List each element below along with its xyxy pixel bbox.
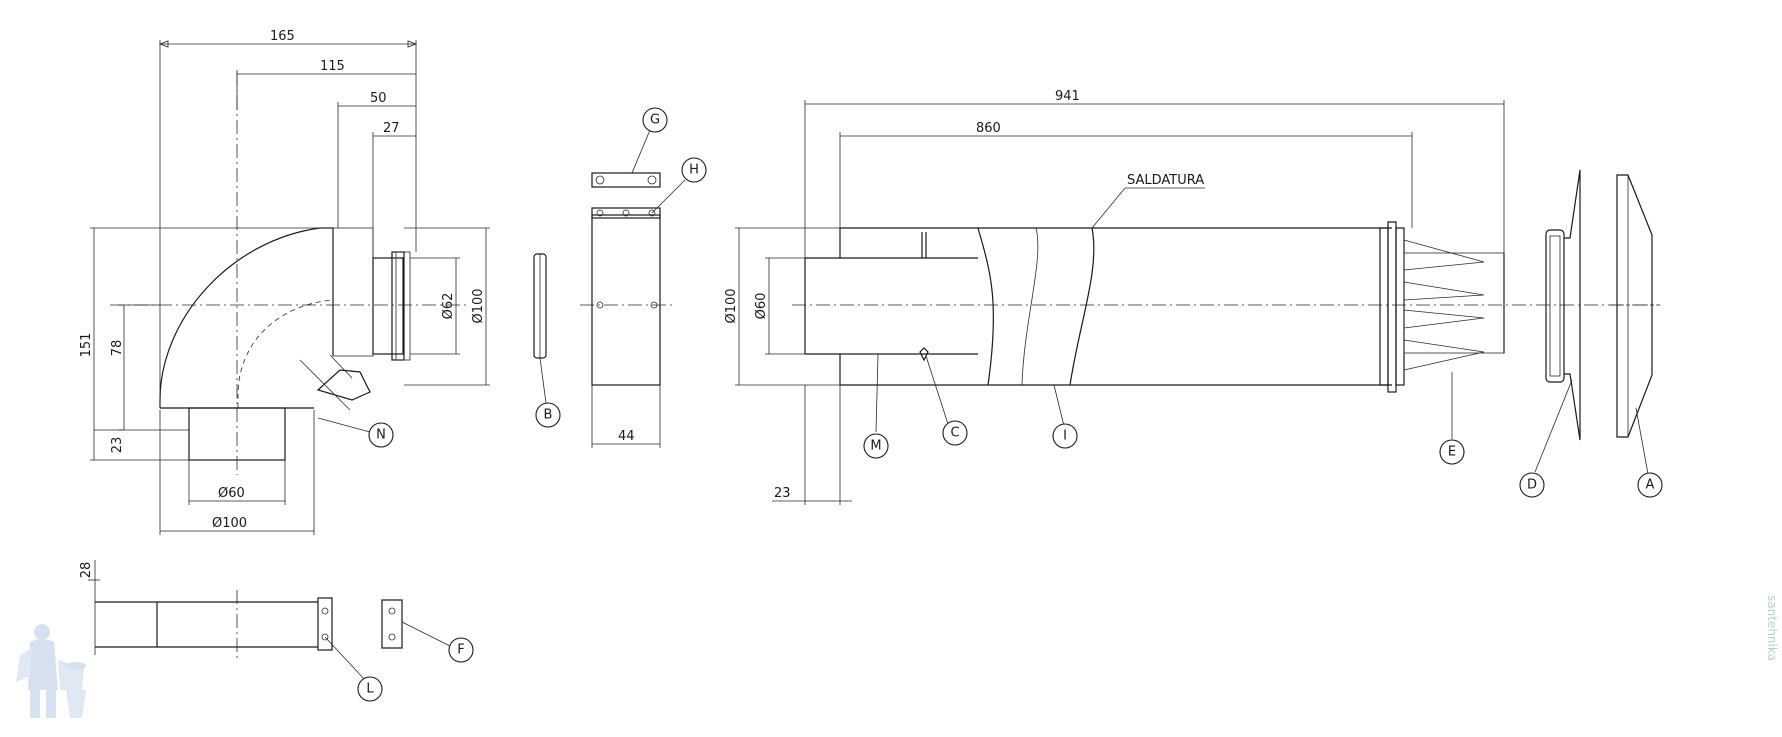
svg-text:L: L xyxy=(366,682,374,697)
callout-i: I xyxy=(1052,423,1078,449)
svg-text:G: G xyxy=(650,113,660,128)
callout-d: D xyxy=(1519,472,1545,498)
dim-78: 78 xyxy=(110,340,125,357)
callout-b: B xyxy=(535,402,561,428)
dim-165: 165 xyxy=(270,29,295,44)
svg-text:I: I xyxy=(1063,429,1067,444)
svg-text:M: M xyxy=(870,439,881,454)
elbow-part xyxy=(110,72,470,475)
callout-f: F xyxy=(448,637,474,663)
coaxial-pipe xyxy=(792,221,1660,393)
callout-bubbles: N B G H M C I E xyxy=(357,107,1663,702)
dim-23-pipe: 23 xyxy=(774,486,791,501)
svg-text:N: N xyxy=(376,428,386,443)
svg-text:H: H xyxy=(689,163,699,178)
svg-text:B: B xyxy=(544,408,553,423)
dim-941: 941 xyxy=(1055,89,1080,104)
dim-50: 50 xyxy=(370,91,387,106)
dim-dia60-bottom: Ø60 xyxy=(218,486,245,501)
dim-dia100-bottom: Ø100 xyxy=(212,516,247,531)
callout-m: M xyxy=(863,433,889,459)
svg-text:A: A xyxy=(1646,478,1655,493)
gasket-part xyxy=(533,253,547,359)
pipe-dimensions: 941 860 Ø100 Ø60 23 SALDATURA xyxy=(724,89,1505,505)
callout-l: L xyxy=(357,676,383,702)
dim-151: 151 xyxy=(79,333,94,358)
rosette-d xyxy=(1545,169,1581,441)
callout-c: C xyxy=(942,420,968,446)
dim-dia62: Ø62 xyxy=(441,293,456,320)
elbow-dimensions: 165 115 50 27 151 78 23 Ø60 Ø100 xyxy=(79,29,490,535)
callout-leaders xyxy=(317,129,1649,681)
clamp-part: 44 xyxy=(580,172,672,448)
svg-text:F: F xyxy=(457,643,464,658)
dim-dia100-right: Ø100 xyxy=(471,288,486,323)
dim-28: 28 xyxy=(79,562,94,579)
svg-text:C: C xyxy=(950,426,959,441)
svg-text:D: D xyxy=(1527,478,1537,493)
plumber-mascot-icon xyxy=(16,624,86,718)
watermark-text: santehnika xyxy=(1765,595,1779,661)
dim-dia60-pipe: Ø60 xyxy=(754,293,769,320)
callout-a: A xyxy=(1637,472,1663,498)
callout-e: E xyxy=(1439,439,1465,465)
short-pipe-part: 28 xyxy=(79,560,333,660)
dim-44: 44 xyxy=(618,429,635,444)
dim-23-left: 23 xyxy=(110,437,125,454)
dim-dia100-pipe: Ø100 xyxy=(724,288,739,323)
svg-text:E: E xyxy=(1448,445,1456,460)
callout-h: H xyxy=(681,157,707,183)
callout-n: N xyxy=(368,422,394,448)
dim-860: 860 xyxy=(976,121,1001,136)
dim-115: 115 xyxy=(320,59,345,74)
rosette-a xyxy=(1610,174,1660,438)
dim-27: 27 xyxy=(383,121,400,136)
saldatura-label: SALDATURA xyxy=(1127,173,1204,188)
callout-g: G xyxy=(642,107,668,133)
bracket-f-part xyxy=(381,599,403,649)
